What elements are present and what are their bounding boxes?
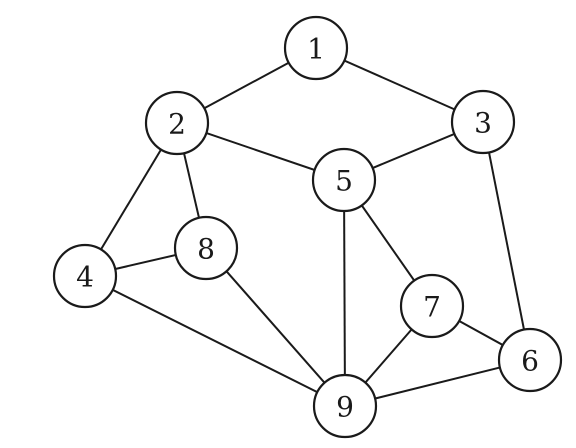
node-circle [52,243,118,309]
node-label: 4 [76,261,94,294]
node-label: 6 [521,345,539,378]
node-4: 4 [52,243,118,309]
node-circle [144,90,210,156]
node-8: 8 [173,215,239,281]
node-label: 9 [336,391,354,424]
node-circle [399,273,465,339]
node-circle [173,215,239,281]
node-label: 5 [335,165,353,198]
nodes-layer: 1 2 3 4 5 6 7 8 9 [52,15,563,439]
node-7: 7 [399,273,465,339]
node-label: 3 [474,107,492,140]
node-label: 7 [423,291,441,324]
node-label: 2 [168,108,186,141]
node-circle [450,89,516,155]
node-3: 3 [450,89,516,155]
node-circle [312,373,378,439]
node-5: 5 [311,147,377,213]
node-circle [497,327,563,393]
edge-3-6 [482,121,531,361]
node-circle [283,15,349,81]
node-6: 6 [497,327,563,393]
edge-8-9 [205,247,346,407]
node-circle [311,147,377,213]
node-2: 2 [144,90,210,156]
node-label: 1 [307,33,325,66]
node-1: 1 [283,15,349,81]
edge-4-9 [84,275,346,407]
edge-5-9 [343,179,346,407]
node-9: 9 [312,373,378,439]
node-label: 8 [197,233,215,266]
